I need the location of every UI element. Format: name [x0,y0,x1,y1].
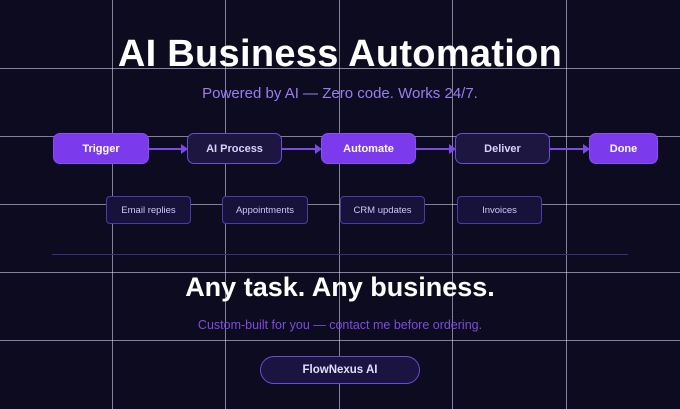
flow-step-automate: Automate [321,133,416,164]
grid-line [0,340,680,341]
use-case-tag: CRM updates [340,196,425,224]
flow-arrow-icon [416,144,456,154]
use-case-tag: Email replies [106,196,191,224]
page-title: AI Business Automation [117,33,563,75]
cta-note: Custom-built for you — contact me before… [197,318,483,332]
use-case-tag: Appointments [222,196,308,224]
use-case-tag: Invoices [457,196,542,224]
cta-heading: Any task. Any business. [185,272,495,302]
brand-badge: FlowNexus AI [260,356,420,384]
flow-step-deliver: Deliver [455,133,550,164]
flow-arrow-icon [149,144,188,154]
flow-arrow-icon [550,144,590,154]
page-subtitle: Powered by AI — Zero code. Works 24/7. [202,85,478,102]
section-divider [52,254,628,255]
flow-step-ai-process: AI Process [187,133,282,164]
flow-step-trigger: Trigger [53,133,149,164]
flow-arrow-icon [282,144,322,154]
flow-step-done: Done [589,133,658,164]
